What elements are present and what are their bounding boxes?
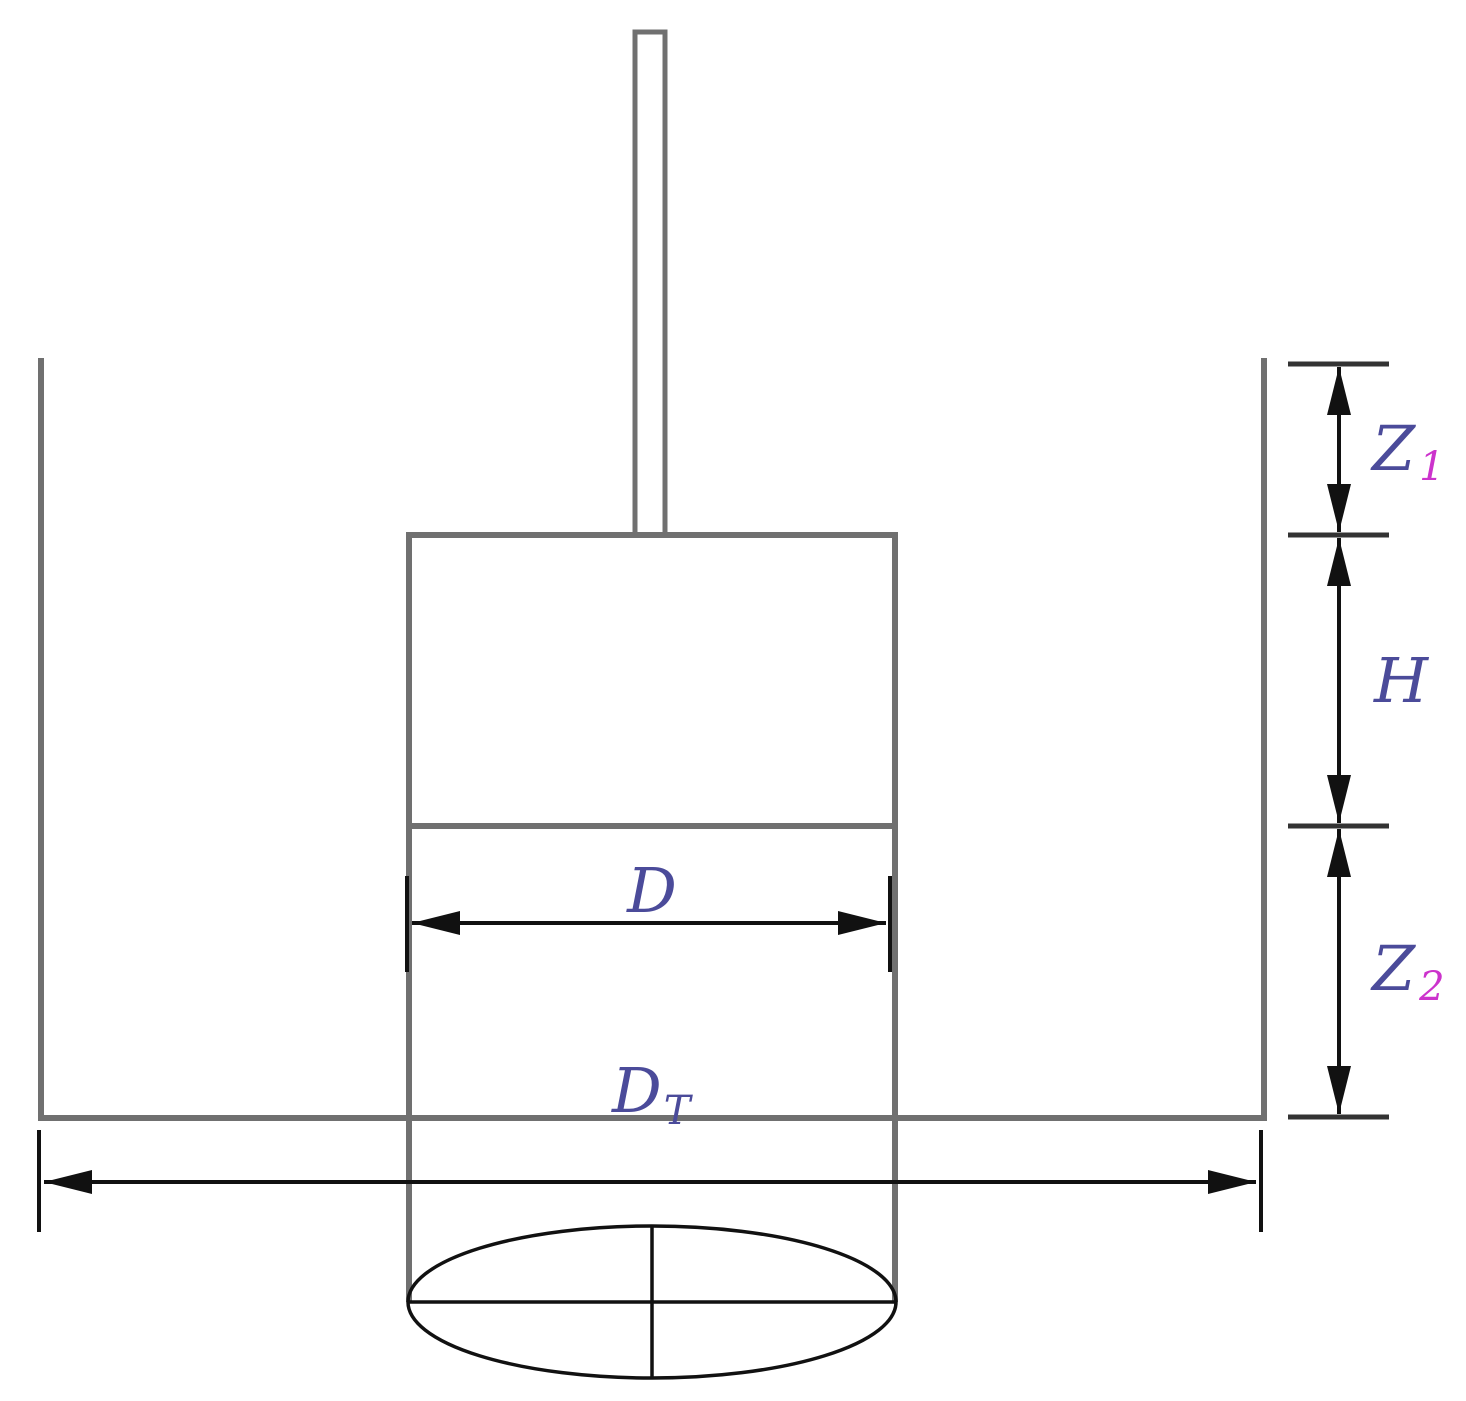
h-arrow-bottom [1327, 775, 1351, 823]
z2-arrow-bottom [1327, 1066, 1351, 1114]
d-dimension: D [405, 854, 892, 972]
z2-arrow-top [1327, 829, 1351, 877]
h-arrow-top [1327, 538, 1351, 586]
dt-label-sub: T [664, 1088, 694, 1134]
dt-arrow-left [44, 1170, 92, 1194]
d-label: D [626, 854, 677, 927]
dt-label-main: D [611, 1054, 662, 1127]
d-arrow-left [412, 911, 460, 935]
h-label: H [1373, 644, 1430, 717]
tank [38, 358, 1267, 1121]
dt-arrow-right [1208, 1170, 1256, 1194]
z1-label-main: Z [1370, 412, 1416, 485]
dt-label: DT [611, 1054, 694, 1134]
z1-arrow-bottom [1327, 484, 1351, 532]
impeller [406, 1224, 898, 1380]
z1-label-sub: 1 [1419, 444, 1444, 490]
dt-dimension: DT [37, 1054, 1263, 1232]
impeller-shaft [632, 29, 668, 538]
z1-arrow-top [1327, 367, 1351, 415]
z2-label-sub: 2 [1418, 964, 1444, 1010]
z2-label-main: Z [1370, 932, 1416, 1005]
d-arrow-right [838, 911, 886, 935]
